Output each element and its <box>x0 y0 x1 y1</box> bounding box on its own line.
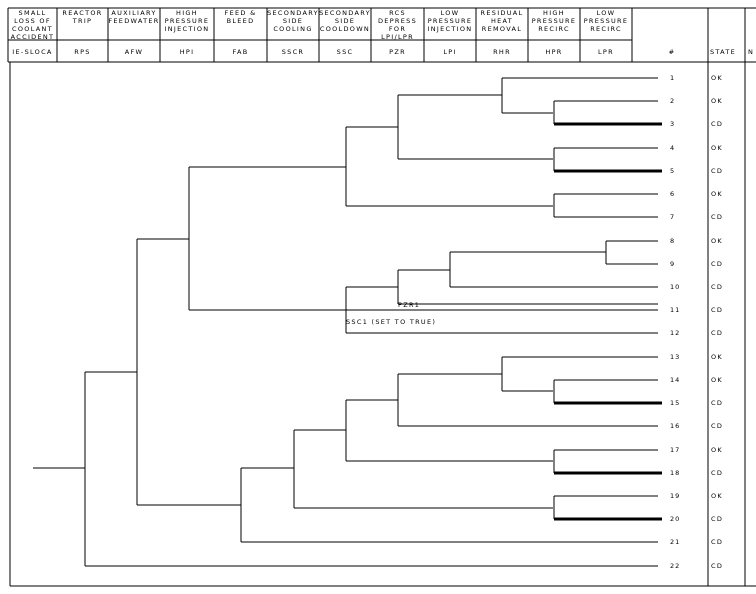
column-title: HIGH PRESSURE INJECTION <box>164 9 210 33</box>
sequence-number: 11 <box>670 306 681 314</box>
column-code: RPS <box>74 48 91 56</box>
sequence-number: 3 <box>670 120 676 128</box>
sequence-state: CD <box>711 306 724 314</box>
sequence-state: OK <box>711 237 723 245</box>
column-title: LOW PRESSURE INJECTION <box>427 9 473 33</box>
column-code: PZR <box>389 48 406 56</box>
sequence-number: 1 <box>670 74 676 82</box>
sequence-number: 5 <box>670 167 676 175</box>
column-code: AFW <box>124 48 144 56</box>
column-code: HPR <box>545 48 563 56</box>
sequence-number: 6 <box>670 190 676 198</box>
sequence-state: OK <box>711 353 723 361</box>
annotation-ssc1: SSC1 (SET TO TRUE) <box>346 318 437 326</box>
sequence-state: CD <box>711 422 724 430</box>
sequence-number: 8 <box>670 237 676 245</box>
sequence-state: CD <box>711 283 724 291</box>
column-code: IE-SLOCA <box>12 48 53 56</box>
column-code: SSC <box>336 48 354 56</box>
column-code: FAB <box>232 48 249 56</box>
sequence-number: 15 <box>670 399 681 407</box>
sequence-number: 16 <box>670 422 681 430</box>
sequence-state: OK <box>711 144 723 152</box>
sequence-number: 10 <box>670 283 681 291</box>
column-code: LPR <box>598 48 614 56</box>
extra-header: N <box>748 48 755 56</box>
sequence-state: OK <box>711 446 723 454</box>
sequence-state: OK <box>711 74 723 82</box>
sequence-state: CD <box>711 120 724 128</box>
sequence-state: CD <box>711 213 724 221</box>
sequence-header: # <box>668 48 676 56</box>
sequence-number: 17 <box>670 446 681 454</box>
column-title: RCS DEPRESS FOR LPI/LPR <box>377 9 417 41</box>
sequence-state: OK <box>711 190 723 198</box>
column-title: LOW PRESSURE RECIRC <box>583 9 629 33</box>
sequence-state: CD <box>711 260 724 268</box>
sequence-number: 4 <box>670 144 676 152</box>
sequence-number: 18 <box>670 469 681 477</box>
sequence-number: 22 <box>670 562 681 570</box>
column-title: HIGH PRESSURE RECIRC <box>531 9 577 33</box>
sequence-number: 13 <box>670 353 681 361</box>
sequence-number: 20 <box>670 515 681 523</box>
sequence-number: 21 <box>670 538 681 546</box>
column-title: SMALL LOSS OF COOLANT ACCIDENT <box>10 9 55 41</box>
sequence-state: OK <box>711 492 723 500</box>
sequence-state: CD <box>711 538 724 546</box>
sequence-state: OK <box>711 97 723 105</box>
sequence-number: 12 <box>670 329 681 337</box>
column-title: SECONDARY SIDE COOLDOWN <box>319 9 371 33</box>
sequence-state: CD <box>711 515 724 523</box>
sequence-state: CD <box>711 469 724 477</box>
sequence-number: 19 <box>670 492 681 500</box>
sequence-state: CD <box>711 329 724 337</box>
annotation-pzr1: PZR1 <box>398 301 421 309</box>
column-code: LPI <box>443 48 457 56</box>
sequence-number: 7 <box>670 213 676 221</box>
column-code: SSCR <box>281 48 305 56</box>
sequence-number: 2 <box>670 97 676 105</box>
column-title: SECONDARY SIDE COOLING <box>267 9 319 33</box>
column-title: REACTOR TRIP <box>62 9 103 25</box>
sequence-state: CD <box>711 562 724 570</box>
state-header: STATE <box>709 48 737 56</box>
column-title: RESIDUAL HEAT REMOVAL <box>480 9 524 33</box>
sequence-state: OK <box>711 376 723 384</box>
column-title: FEED & BLEED <box>224 9 257 25</box>
sequence-state: CD <box>711 167 724 175</box>
column-code: HPI <box>179 48 195 56</box>
sequence-number: 14 <box>670 376 681 384</box>
column-title: AUXILIARY FEEDWATER <box>108 9 160 25</box>
sequence-state: CD <box>711 399 724 407</box>
column-code: RHR <box>493 48 511 56</box>
sequence-number: 9 <box>670 260 676 268</box>
